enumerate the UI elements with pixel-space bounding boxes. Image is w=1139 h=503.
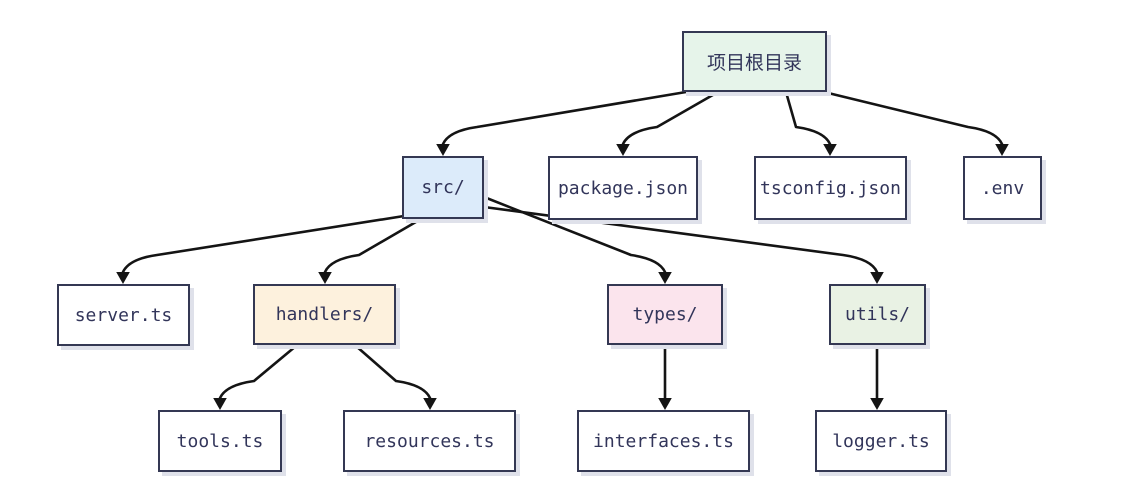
node-tsconfig-json: tsconfig.json (754, 156, 907, 220)
node-interfaces-ts-label: interfaces.ts (593, 430, 734, 452)
node-types-label: types/ (632, 304, 698, 325)
node-tools-ts-label: tools.ts (176, 430, 264, 452)
node-server-ts: server.ts (57, 284, 190, 346)
node-root-label: 项目根目录 (706, 52, 802, 74)
edge-root-to-env (822, 90, 1004, 146)
edge-src-to-server-ts (121, 214, 406, 274)
edge-src-to-types (482, 195, 667, 274)
edge-root-to-package-json (621, 90, 720, 146)
edge-src-to-utils (482, 205, 879, 274)
arrowhead-server-ts (116, 272, 130, 284)
node-root: 项目根目录 (682, 31, 827, 92)
arrowhead-package-json (616, 144, 630, 156)
edge-handlers-to-resources-ts (354, 344, 432, 400)
edge-root-to-tsconfig-json (784, 90, 832, 146)
node-src-label: src/ (421, 177, 465, 198)
node-src: src/ (402, 156, 484, 219)
node-handlers-label: handlers/ (275, 304, 374, 325)
node-package-json: package.json (548, 156, 698, 220)
node-env-label: .env (980, 177, 1025, 199)
node-resources-ts: resources.ts (343, 410, 516, 472)
node-env: .env (963, 156, 1042, 220)
arrowhead-tools-ts (213, 398, 227, 410)
arrowhead-src (436, 144, 450, 156)
node-handlers: handlers/ (253, 284, 396, 345)
edge-root-to-src (441, 90, 688, 146)
arrowhead-resources-ts (423, 398, 437, 410)
node-tools-ts: tools.ts (158, 410, 282, 472)
edge-handlers-to-tools-ts (218, 344, 298, 400)
arrowhead-logger-ts (870, 398, 884, 410)
node-utils: utils/ (829, 284, 926, 345)
node-logger-ts: logger.ts (815, 410, 947, 472)
arrowhead-tsconfig-json (823, 144, 837, 156)
node-package-json-label: package.json (557, 177, 689, 199)
node-resources-ts-label: resources.ts (364, 430, 495, 452)
node-utils-label: utils/ (844, 304, 911, 325)
node-types: types/ (607, 284, 723, 345)
node-logger-ts-label: logger.ts (832, 430, 930, 452)
arrowhead-env (995, 144, 1009, 156)
node-server-ts-label: server.ts (74, 304, 173, 326)
node-interfaces-ts: interfaces.ts (577, 410, 750, 472)
node-tsconfig-json-label: tsconfig.json (760, 177, 901, 199)
arrowhead-interfaces-ts (658, 398, 672, 410)
arrowhead-types (658, 272, 672, 284)
arrowhead-handlers (318, 272, 332, 284)
edge-src-to-handlers (323, 217, 423, 274)
arrowhead-utils (870, 272, 884, 284)
